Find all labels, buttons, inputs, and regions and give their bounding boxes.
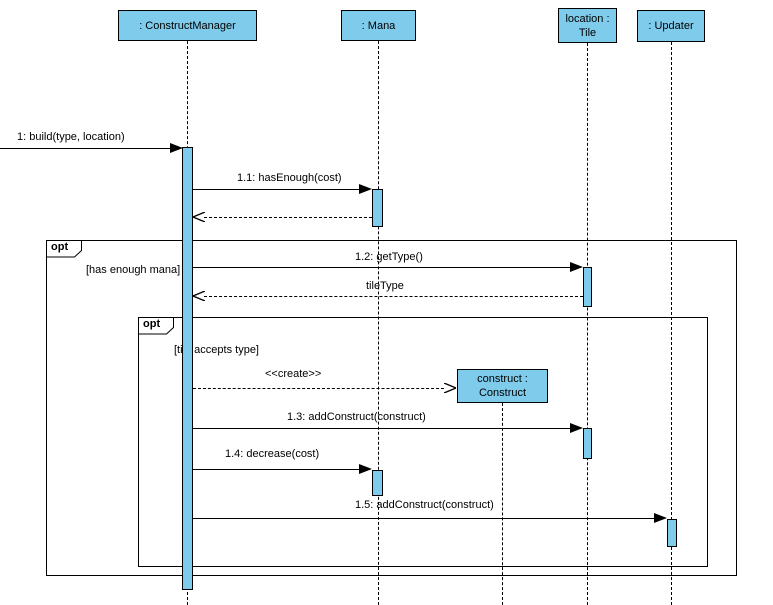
message-line-decrease	[193, 469, 359, 470]
lifeline-head-construct-manager: : ConstructManager	[118, 10, 257, 41]
arrowhead-build	[170, 143, 183, 153]
activation-tile-1	[583, 267, 592, 307]
fragment-guard-outer: [has enough mana]	[86, 264, 181, 276]
lifeline-tile	[587, 43, 588, 605]
arrowhead-decrease	[359, 464, 372, 474]
message-label-create: <<create>>	[265, 368, 322, 380]
opt-fragment-outer: opt [has enough mana]	[46, 240, 737, 576]
fragment-operator-label: opt	[51, 241, 69, 253]
message-label-hasenough: 1.1: hasEnough(cost)	[237, 172, 342, 184]
message-label-addconstruct-tile: 1.3: addConstruct(construct)	[287, 411, 426, 423]
message-line-gettype	[193, 267, 570, 268]
activation-mana-2	[372, 470, 383, 496]
activation-tile-2	[583, 428, 592, 459]
opt-fragment-inner-operator-tab: opt	[138, 317, 175, 335]
activation-mana-1	[372, 189, 383, 227]
message-line-addconstruct-tile	[193, 428, 570, 429]
message-label-gettype: 1.2: getType()	[355, 251, 423, 263]
arrowhead-addconstruct-updater	[654, 513, 667, 523]
activation-updater	[667, 519, 677, 547]
arrowhead-addconstruct-tile	[570, 423, 583, 433]
lifeline-head-updater: : Updater	[637, 10, 705, 42]
fragment-tab-shape	[46, 240, 82, 258]
message-line-create	[193, 388, 444, 389]
message-line-reply-mana	[204, 217, 372, 218]
message-label-decrease: 1.4: decrease(cost)	[225, 448, 320, 460]
message-line-build	[0, 148, 170, 149]
arrowhead-create	[444, 383, 456, 393]
arrowhead-hasenough	[359, 184, 372, 194]
lifeline-head-tile: location : Tile	[558, 8, 617, 43]
opt-fragment-inner: opt [tile accepts type]	[138, 317, 708, 567]
arrowhead-gettype	[570, 262, 583, 272]
message-line-tiletype	[204, 296, 583, 297]
fragment-tab-shape	[138, 317, 174, 335]
lifeline-construct	[502, 403, 503, 605]
message-label-build: 1: build(type, location)	[17, 131, 125, 143]
arrowhead-reply-mana	[193, 212, 205, 222]
fragment-guard-inner: [tile accepts type]	[174, 344, 259, 356]
opt-fragment-outer-operator-tab: opt	[46, 240, 83, 258]
fragment-operator-label: opt	[143, 318, 161, 330]
lifeline-updater	[671, 42, 672, 605]
lifeline-mana	[378, 41, 379, 605]
message-label-tiletype: tileType	[366, 280, 404, 292]
message-line-hasenough	[193, 189, 359, 190]
lifeline-head-construct: construct : Construct	[457, 369, 548, 403]
lifeline-head-mana: : Mana	[341, 10, 416, 41]
message-label-addconstruct-updater: 1.5: addConstruct(construct)	[355, 499, 494, 511]
arrowhead-tiletype	[193, 291, 205, 301]
activation-construct-manager	[182, 147, 193, 590]
message-line-addconstruct-updater	[193, 518, 654, 519]
